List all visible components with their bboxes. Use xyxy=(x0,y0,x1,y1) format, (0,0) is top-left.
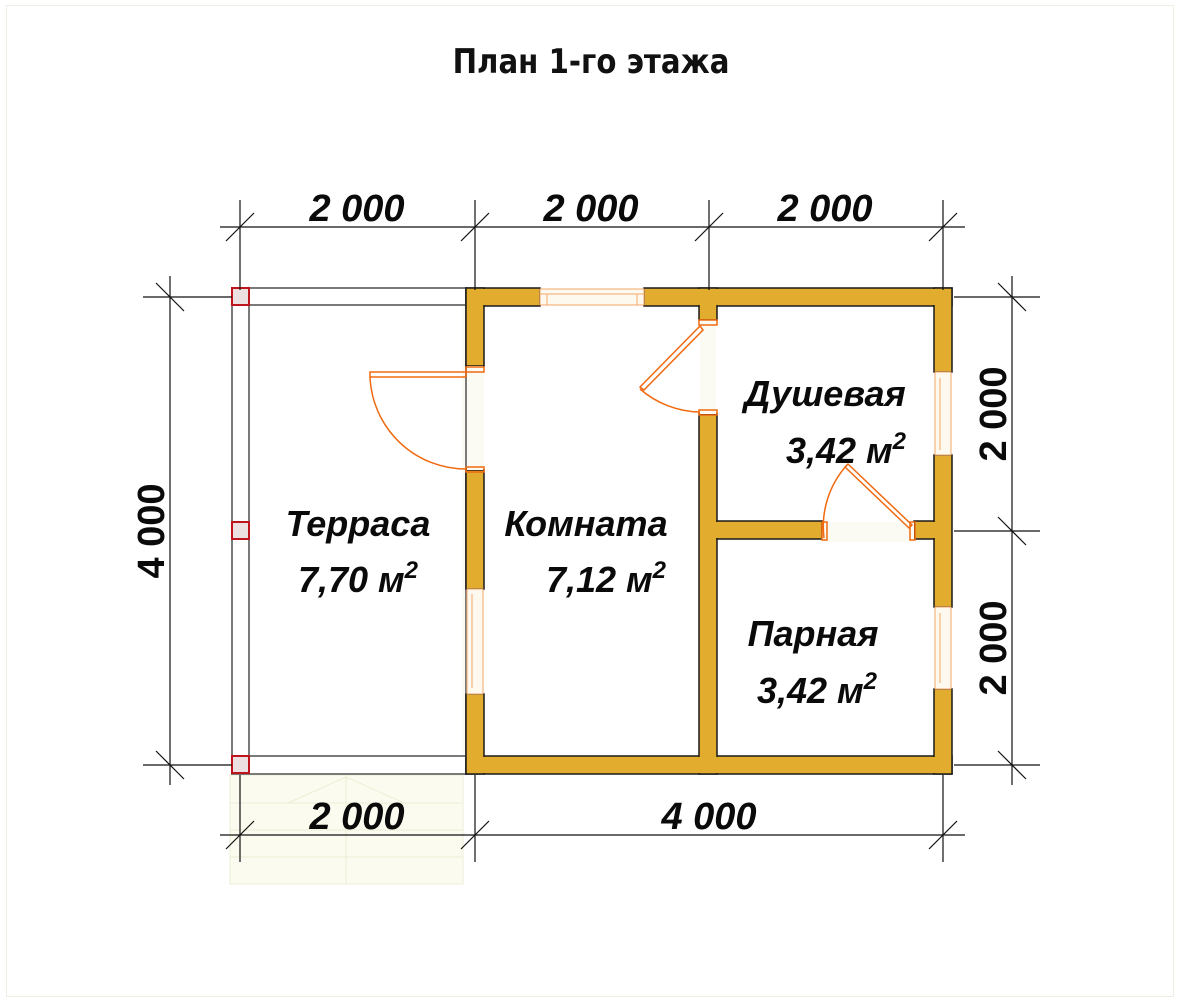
dim-top-2: 2 000 xyxy=(542,188,638,230)
entrance-door-icon xyxy=(369,366,485,473)
terrace-posts xyxy=(231,287,250,774)
room-shower: Душевая 3,42 м2 xyxy=(741,373,906,471)
window-right-lower xyxy=(934,606,952,690)
window-right-upper xyxy=(934,371,952,456)
terrace-steps xyxy=(229,774,464,885)
drawing-frame xyxy=(6,5,1174,997)
room-name: Комната xyxy=(504,503,667,544)
doors xyxy=(369,319,916,541)
dim-right-2: 2 000 xyxy=(973,600,1015,695)
interior-door-icon xyxy=(638,319,718,416)
dim-bottom-2: 4 000 xyxy=(660,796,756,838)
post-icon xyxy=(231,521,250,540)
plan-title: План 1-го этажа xyxy=(452,42,730,82)
windows xyxy=(466,288,952,695)
room-area: 7,12 м2 xyxy=(546,557,667,600)
post-icon xyxy=(231,287,250,306)
room-area: 3,42 м2 xyxy=(786,428,907,471)
wall-joins xyxy=(467,289,951,773)
door-opening-terrace xyxy=(467,366,483,470)
room-name: Душевая xyxy=(741,373,905,414)
dim-right-1: 2 000 xyxy=(973,366,1015,461)
shower-door-icon xyxy=(821,462,916,541)
dim-left: 4 000 xyxy=(131,483,173,578)
room-area: 3,42 м2 xyxy=(757,668,878,711)
room-steam: Парная 3,42 м2 xyxy=(748,613,879,711)
dim-top-1: 2 000 xyxy=(308,188,404,230)
dim-top-3: 2 000 xyxy=(776,188,872,230)
window-top xyxy=(539,288,645,306)
door-opening-shower xyxy=(822,522,914,542)
room-name: Парная xyxy=(748,613,879,654)
room-komnata: Комната 7,12 м2 xyxy=(504,503,667,600)
room-area: 7,70 м2 xyxy=(298,557,419,600)
dim-bottom-1: 2 000 xyxy=(308,796,404,838)
room-name: Терраса xyxy=(286,503,431,544)
door-opening-interior xyxy=(700,320,716,414)
room-terrace: Терраса 7,70 м2 xyxy=(286,503,431,600)
post-icon xyxy=(231,755,250,774)
dimension-lines xyxy=(143,200,1040,862)
window-left xyxy=(466,588,484,695)
